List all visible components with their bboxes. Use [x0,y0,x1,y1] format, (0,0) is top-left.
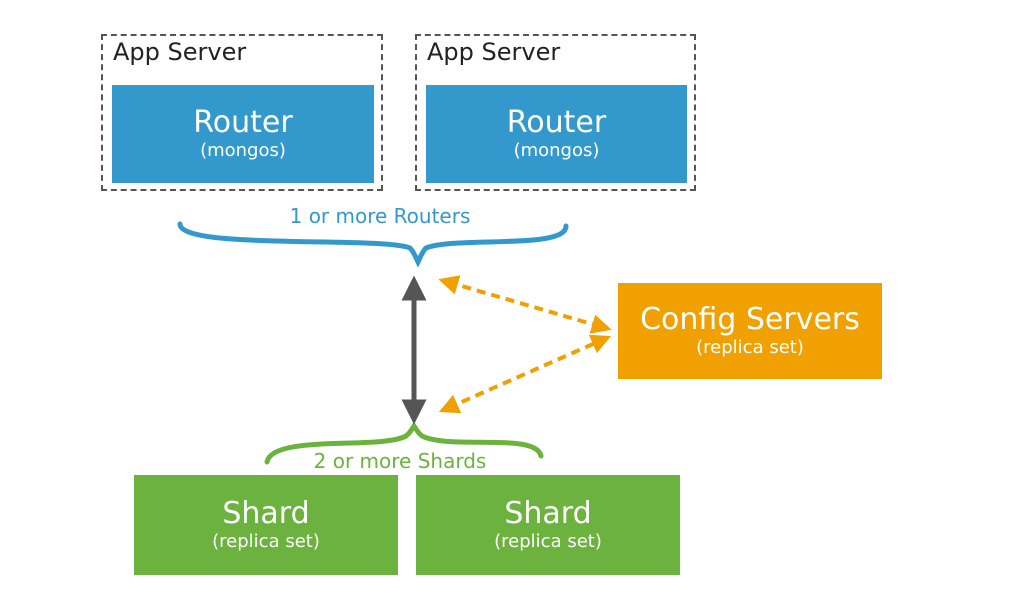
router-2: Router (mongos) [426,85,687,183]
router-1: Router (mongos) [112,85,374,183]
routers-brace [177,221,569,268]
shard-2: Shard (replica set) [416,475,680,575]
routers-caption: 1 or more Routers [289,204,471,228]
shard-1-title: Shard [222,496,310,531]
config-servers: Config Servers (replica set) [618,283,882,379]
app-server-2-label: App Server [427,38,561,66]
router-2-title: Router [506,105,607,140]
shards-caption: 2 or more Shards [313,449,487,473]
shard-2-title: Shard [504,496,592,531]
config-router-connector [438,275,612,334]
router-2-subtitle: (mongos) [513,140,600,161]
config-servers-subtitle: (replica set) [696,337,804,358]
app-server-1: App Server Router (mongos) [101,34,383,191]
router-1-subtitle: (mongos) [200,140,286,161]
shard-1-subtitle: (replica set) [212,531,320,552]
shard-2-subtitle: (replica set) [494,531,602,552]
shards-brace [264,421,544,465]
config-servers-title: Config Servers [640,302,860,337]
app-server-2: App Server Router (mongos) [415,34,696,191]
router-1-title: Router [193,105,293,140]
config-shard-connector [438,334,612,414]
app-server-1-label: App Server [113,38,247,66]
shard-1: Shard (replica set) [134,475,398,575]
